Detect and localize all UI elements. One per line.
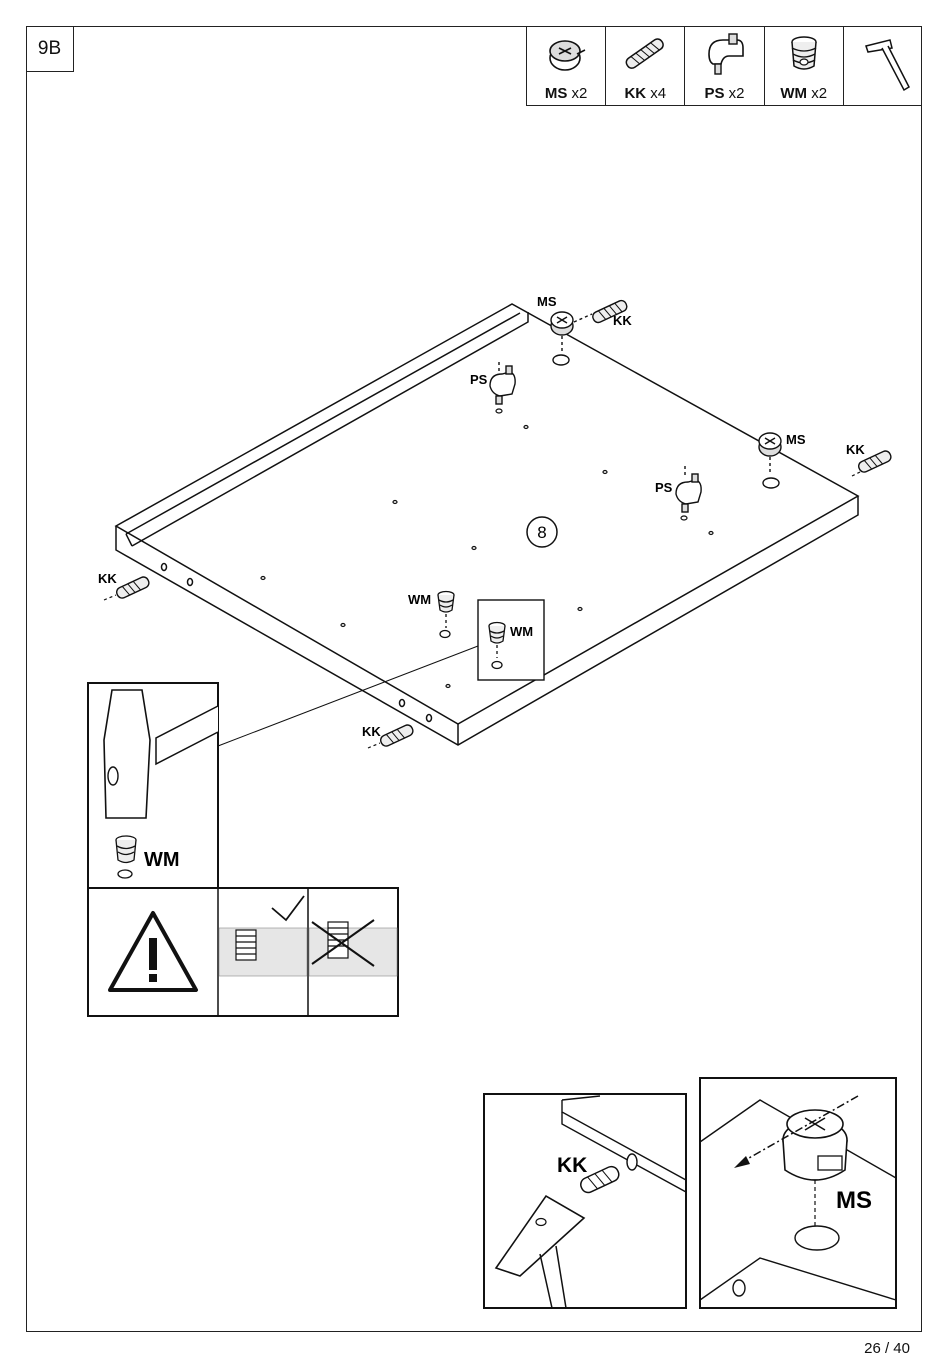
label-wm-detail: WM (144, 849, 180, 871)
label-kk-right: KK (846, 442, 865, 457)
page-number: 26 / 40 (864, 1340, 910, 1357)
hammer-head-icon (104, 690, 150, 818)
dowel-detail: KK (484, 1094, 686, 1308)
label-kk-left: KK (98, 571, 117, 586)
warning-box (88, 888, 398, 1016)
label-ps-top: PS (470, 372, 488, 387)
label-ms-right: MS (786, 432, 806, 447)
wm-inset-box (478, 600, 544, 680)
label-wm-mid: WM (408, 592, 431, 607)
panel-number: 8 (537, 523, 546, 542)
label-ms-top: MS (537, 294, 557, 309)
label-kk-top: KK (613, 313, 632, 328)
label-ms-detail: MS (836, 1187, 872, 1214)
insert-correct-icon (236, 930, 256, 960)
label-wm-box: WM (510, 624, 533, 639)
hammer-detail: WM (88, 683, 218, 888)
cam-detail: MS (700, 1078, 896, 1308)
label-kk-detail: KK (557, 1154, 587, 1177)
label-kk-bottom: KK (362, 724, 381, 739)
label-ps-mid: PS (655, 480, 673, 495)
